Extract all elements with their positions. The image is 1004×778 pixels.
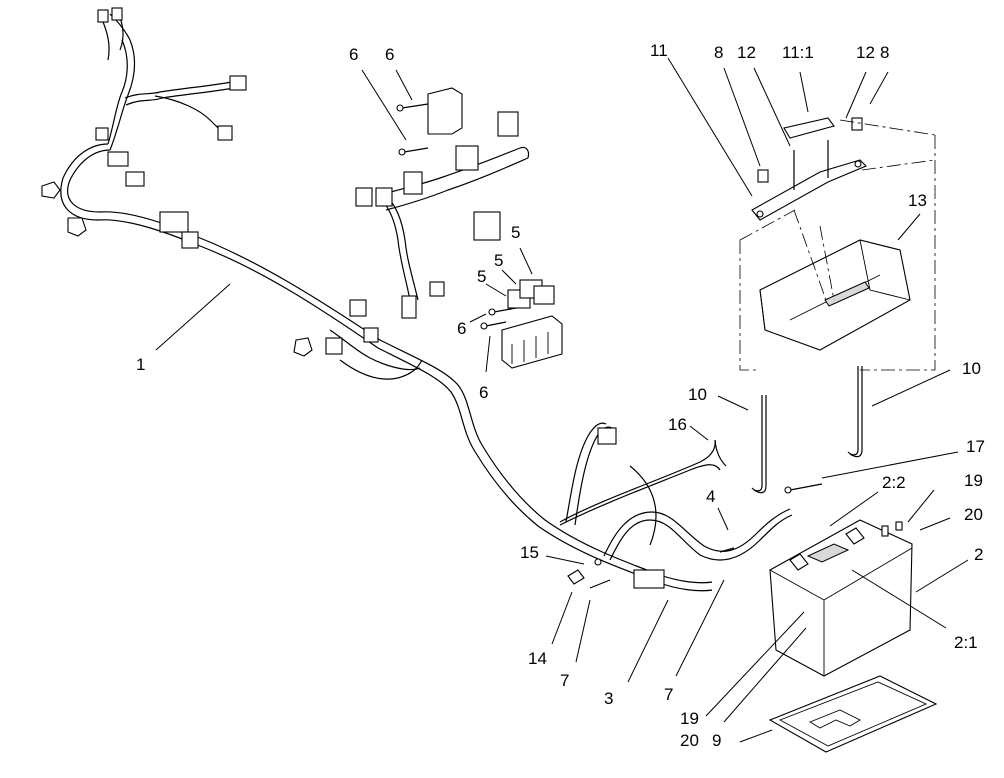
washer-19 <box>881 525 889 537</box>
hold-down-bracket-part-11 <box>751 117 867 221</box>
callout-12-right: 12 <box>856 43 875 62</box>
callout-5-low: 5 <box>477 267 486 286</box>
main-wire-harness <box>60 11 793 592</box>
callout-4: 4 <box>706 487 715 506</box>
assembly-leader-lines <box>739 119 936 371</box>
bracket-part-6 <box>396 87 463 156</box>
washer-8-right <box>851 117 863 131</box>
battery-label-2-1 <box>806 543 850 563</box>
connector-top-left-2 <box>111 7 123 21</box>
callout-20-bottom: 20 <box>680 731 699 750</box>
bolt-7-left <box>589 579 611 589</box>
callout-13: 13 <box>908 191 927 210</box>
callout-5-mid: 5 <box>494 251 503 270</box>
relay-3 <box>533 285 555 305</box>
small-hardware <box>567 483 903 589</box>
nut-20 <box>895 521 903 531</box>
callout-leaders <box>155 57 969 743</box>
callout-2-2: 2:2 <box>882 473 906 492</box>
callout-6-low: 6 <box>479 383 488 402</box>
connector-3 <box>633 569 665 589</box>
connector-top-left-1 <box>97 9 109 23</box>
bushing-14 <box>567 569 585 585</box>
connector-center-2 <box>349 299 367 317</box>
connector-upper-mid <box>217 125 233 141</box>
callout-19-right: 19 <box>964 471 983 490</box>
callout-19-bottom: 19 <box>680 709 699 728</box>
connector-top-group-3 <box>403 171 423 195</box>
connector-16-end <box>597 427 617 445</box>
callout-16: 16 <box>668 415 687 434</box>
callout-8-left: 8 <box>714 43 723 62</box>
nut-15 <box>594 558 602 566</box>
battery-part-2 <box>769 519 913 677</box>
connector-block-c <box>159 211 189 233</box>
connector-block-b <box>125 171 145 187</box>
connector-center-5 <box>429 281 445 297</box>
connector-block-a <box>107 151 129 167</box>
callout-6-top-right: 6 <box>385 45 394 64</box>
relay-single <box>473 211 501 241</box>
connector-top-right <box>229 75 247 91</box>
callout-7-right: 7 <box>664 685 673 704</box>
callout-10-right: 10 <box>962 359 981 378</box>
connector-top-group-1 <box>355 187 373 207</box>
relays-part-5 <box>507 279 555 309</box>
callout-5-top: 5 <box>511 223 520 242</box>
callout-11: 11 <box>650 41 668 60</box>
connector-top-group-5 <box>497 111 519 137</box>
clip-left-1 <box>41 181 61 199</box>
callout-14: 14 <box>528 649 547 668</box>
callout-9: 9 <box>712 731 721 750</box>
connector-block-d <box>181 231 199 249</box>
connector-center-4 <box>401 295 417 319</box>
callout-6-top-left: 6 <box>349 45 358 64</box>
cover-latch <box>824 281 870 307</box>
callout-7-left: 7 <box>560 671 569 690</box>
callout-6-mid: 6 <box>457 319 466 338</box>
callout-2: 2 <box>974 545 983 564</box>
callout-15: 15 <box>520 543 539 562</box>
battery-tray-part-9 <box>768 675 938 753</box>
clip-center <box>293 337 313 357</box>
callout-8-right: 8 <box>880 43 889 62</box>
connector-center-1 <box>325 337 343 355</box>
callout-20-right: 20 <box>964 505 983 524</box>
callout-12-left: 12 <box>737 43 756 62</box>
callout-3: 3 <box>604 689 613 708</box>
callout-10-left: 10 <box>688 385 707 404</box>
bolt-17 <box>789 483 823 491</box>
callout-2-1: 2:1 <box>954 633 978 652</box>
terminal-positive <box>789 553 809 571</box>
washer-8-left <box>757 169 769 183</box>
connector-top-group-4 <box>455 145 479 171</box>
bolt-7-right <box>719 547 735 553</box>
callout-11-1: 11:1 <box>782 43 814 62</box>
connector-left-loop <box>95 127 109 141</box>
harness-connectors <box>41 7 665 589</box>
j-bolts-part-10 <box>751 366 863 494</box>
callout-17: 17 <box>966 437 985 456</box>
clip-left-2 <box>67 217 87 237</box>
battery-cover-part-13 <box>759 239 911 351</box>
plate-11-1 <box>783 117 835 139</box>
terminal-2-2 <box>845 527 865 545</box>
connector-center-3 <box>363 327 379 343</box>
connector-top-group-2 <box>375 187 393 207</box>
fuse-block-part-6 <box>480 307 563 369</box>
callout-1: 1 <box>136 355 145 374</box>
callout-labels: 1 6 6 5 5 5 6 6 11 8 12 11:1 12 8 13 10 … <box>136 41 985 750</box>
